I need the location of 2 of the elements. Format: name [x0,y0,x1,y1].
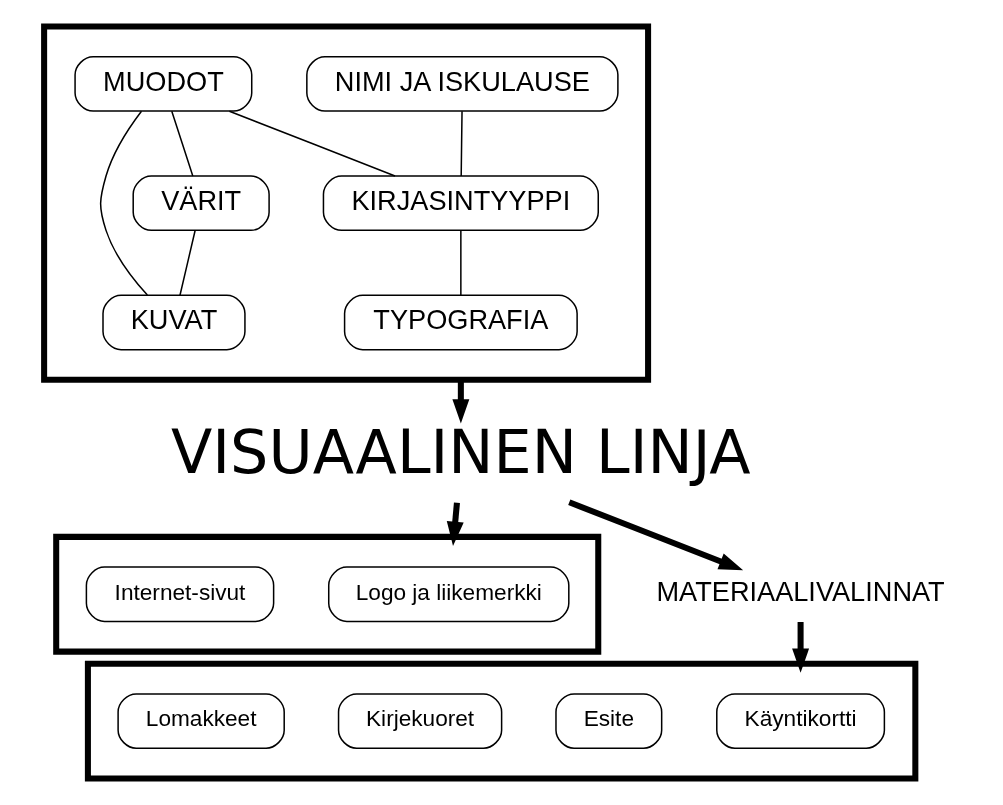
node-text: VISUAALINEN LINJA [170,417,751,488]
node-text: MATERIAALIVALINNAT [655,575,945,607]
